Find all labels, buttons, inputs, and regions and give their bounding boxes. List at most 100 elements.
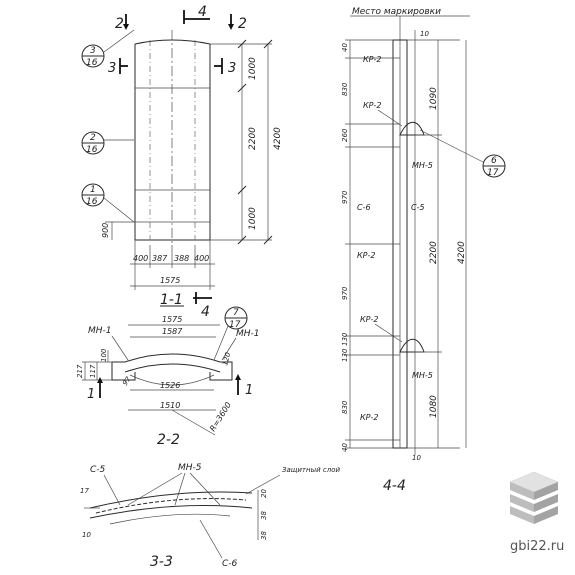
kr2-bump-top [399, 121, 425, 136]
shell-inner-arc [124, 363, 221, 373]
top-view: 2 4 2 3 3 3 16 [81, 4, 283, 290]
dim-217: 217 [76, 364, 84, 378]
dim-400-left: 400 [133, 254, 148, 263]
dim-260: 260 [341, 128, 349, 142]
section-3-3: С-5 МН-5 Защитный слой 17 10 20 38 38 3-… [80, 463, 340, 570]
label-kr2-4: КР-2 [360, 315, 378, 324]
dim-2200: 2200 [429, 241, 439, 264]
dim-width: 1575 [160, 276, 180, 285]
dim-1080: 1080 [429, 395, 439, 418]
dim-120: 120 [221, 351, 232, 367]
dim-1575: 1575 [162, 315, 182, 324]
dim-38-bottom: 38 [260, 531, 268, 540]
callout-top-sheet: 16 [86, 58, 98, 68]
left-rib [111, 361, 136, 381]
callout-1-1[interactable]: 7 17 [213, 306, 248, 361]
label-mn5: МН-5 [178, 463, 202, 473]
label-mn1-left: МН-1 [88, 326, 112, 336]
dim-17: 17 [80, 487, 89, 495]
dim-830-top: 830 [341, 82, 349, 96]
cut-2-right-arrow [228, 24, 234, 30]
label-mn5-1: МН-5 [412, 161, 433, 170]
dim-387: 387 [152, 254, 168, 263]
dim-38-top: 38 [260, 511, 268, 520]
dim-10: 10 [82, 531, 91, 539]
right-rib [209, 361, 233, 381]
section-2-2-title: 2-2 [157, 432, 180, 448]
radius-arc [129, 374, 215, 386]
callout-4-4[interactable]: 6 17 [419, 129, 506, 178]
callout-4-4-num: 6 [491, 156, 497, 166]
callout-top-num: 3 [90, 46, 96, 56]
label-c6: С-6 [222, 559, 238, 569]
watermark-site: gbi22.ru [510, 539, 564, 554]
dim-900: 900 [101, 223, 110, 238]
callout-mid-num: 2 [90, 133, 96, 143]
cut-3-left: 3 [108, 61, 116, 76]
section-3-3-title: 3-3 [150, 554, 173, 570]
section-1-1-title: 1-1 [160, 292, 183, 308]
shell-bottom-3-3 [89, 505, 253, 519]
dim-1526: 1526 [160, 381, 180, 390]
radius-label: R=3600 [208, 401, 233, 433]
panel-top-arc [134, 39, 211, 45]
label-kr2-3: КР-2 [357, 251, 375, 260]
section-4-4: Место маркировки 40 830 260 970 [341, 7, 506, 494]
cut-3-right: 3 [228, 61, 236, 76]
callout-bottom-sheet: 16 [86, 197, 98, 207]
callout-bottom-num: 1 [90, 185, 96, 195]
callout-1-1-num: 7 [233, 308, 239, 318]
cut-4: 4 [201, 304, 210, 320]
watermark-logo [509, 471, 559, 524]
dim-1090: 1090 [429, 87, 439, 110]
label-c6: С-6 [357, 203, 371, 212]
cut-2-right: 2 [238, 16, 247, 32]
dim-right-top: 1000 [248, 57, 258, 80]
cut-2-left: 2 [115, 16, 124, 32]
dim-4200: 4200 [457, 241, 467, 264]
protective-layer: Защитный слой [282, 466, 340, 474]
label-kr2-5: КР-2 [360, 413, 378, 422]
shell-outer-arc [124, 353, 221, 363]
cut-1-left: 1 [87, 387, 95, 402]
dim-right-mid: 2200 [248, 127, 258, 150]
cut-2-left-arrow [123, 24, 129, 30]
dim-130-1: 130 [341, 332, 349, 346]
label-c5: С-5 [411, 203, 425, 212]
dim-117: 117 [89, 364, 97, 378]
callout-4-4-sheet: 17 [487, 168, 499, 178]
dim-130-2: 130 [341, 348, 349, 362]
label-kr2-2: КР-2 [363, 101, 381, 110]
section-1-1: 1-1 4 1575 1587 МН-1 МН-1 7 17 [76, 292, 260, 436]
dim-100: 100 [100, 348, 108, 362]
callout-mid-sheet: 16 [86, 145, 98, 155]
mesh-line [95, 498, 247, 514]
label-mn5-2: МН-5 [412, 371, 433, 380]
label-kr2-1: КР-2 [363, 55, 381, 64]
section-4-4-title: 4-4 [383, 478, 406, 494]
marking-place: Место маркировки [352, 7, 441, 17]
dim-20: 20 [260, 489, 268, 498]
label-c5: С-5 [90, 465, 106, 475]
callout-mid[interactable]: 2 16 [81, 131, 134, 155]
dim-97: 97 [121, 375, 133, 387]
dim-40-top: 40 [341, 43, 349, 52]
dim-1510: 1510 [160, 401, 180, 410]
cut-4-top: 4 [198, 4, 207, 20]
dim-10-bottom: 10 [412, 454, 421, 462]
dim-388: 388 [174, 254, 189, 263]
dim-970-1: 970 [341, 190, 349, 204]
dim-970-2: 970 [341, 286, 349, 300]
dim-40-bottom: 40 [341, 443, 349, 452]
dim-1587: 1587 [162, 327, 183, 336]
dim-right-bottom: 1000 [248, 207, 258, 230]
callout-bottom[interactable]: 1 16 [81, 183, 135, 223]
kr2-bump-bottom [399, 338, 425, 353]
callout-top[interactable]: 3 16 [81, 29, 135, 68]
dim-830-bottom: 830 [341, 400, 349, 414]
cut-1-right: 1 [245, 383, 253, 398]
callout-1-1-sheet: 17 [229, 320, 241, 330]
panel-outline [134, 44, 211, 241]
label-mn1-right: МН-1 [236, 329, 260, 339]
